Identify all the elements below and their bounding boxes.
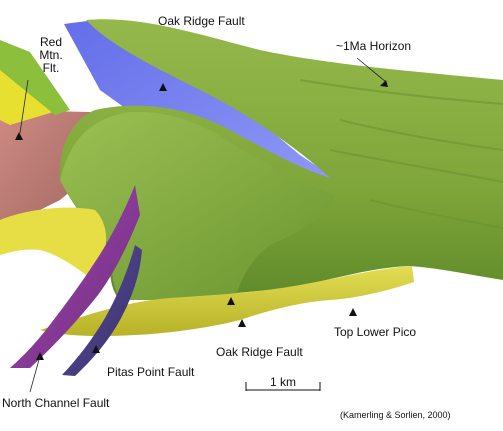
label-red-mtn-fault-line2: Mtn.: [39, 48, 63, 62]
red-mtn-green-strip: [0, 40, 70, 115]
arrow-green-pico: [227, 297, 235, 305]
label-oak-ridge-fault-top: Oak Ridge Fault: [158, 14, 245, 28]
label-1ma-horizon: ~1Ma Horizon: [336, 39, 412, 53]
label-red-mtn-fault: Red Mtn. Flt.: [36, 36, 66, 75]
top-lower-pico-surface: [40, 266, 414, 336]
arrow-pitas-point: [92, 345, 100, 353]
label-top-lower-pico: Top Lower Pico: [334, 325, 417, 339]
citation: (Kamerling & Sorlien, 2000): [340, 410, 451, 420]
label-red-mtn-fault-line1: Red: [39, 35, 62, 49]
label-oak-ridge-fault-bottom: Oak Ridge Fault: [216, 345, 303, 359]
arrow-oak-ridge-bottom: [238, 319, 246, 327]
label-red-mtn-fault-line3: Flt.: [42, 61, 60, 75]
arrow-red-mtn: [15, 132, 23, 140]
horizon-1ma-ridge-texture: [299, 79, 503, 229]
pico-left-yellow-lobe: [0, 207, 107, 282]
oak-ridge-fault-surface: [64, 20, 345, 195]
horizon-1ma-front-lobe: [60, 111, 335, 300]
scale-bar-label: 1 km: [269, 375, 296, 389]
leader-lines: [19, 57, 387, 393]
arrow-top-lower-pico: [349, 308, 357, 316]
label-pitas-point-fault: Pitas Point Fault: [107, 365, 195, 379]
pitas-point-fault-surface: [62, 245, 142, 376]
arrow-oak-ridge-top: [159, 83, 167, 91]
label-north-channel-fault: North Channel Fault: [2, 396, 110, 410]
scale-bar: [245, 382, 321, 391]
